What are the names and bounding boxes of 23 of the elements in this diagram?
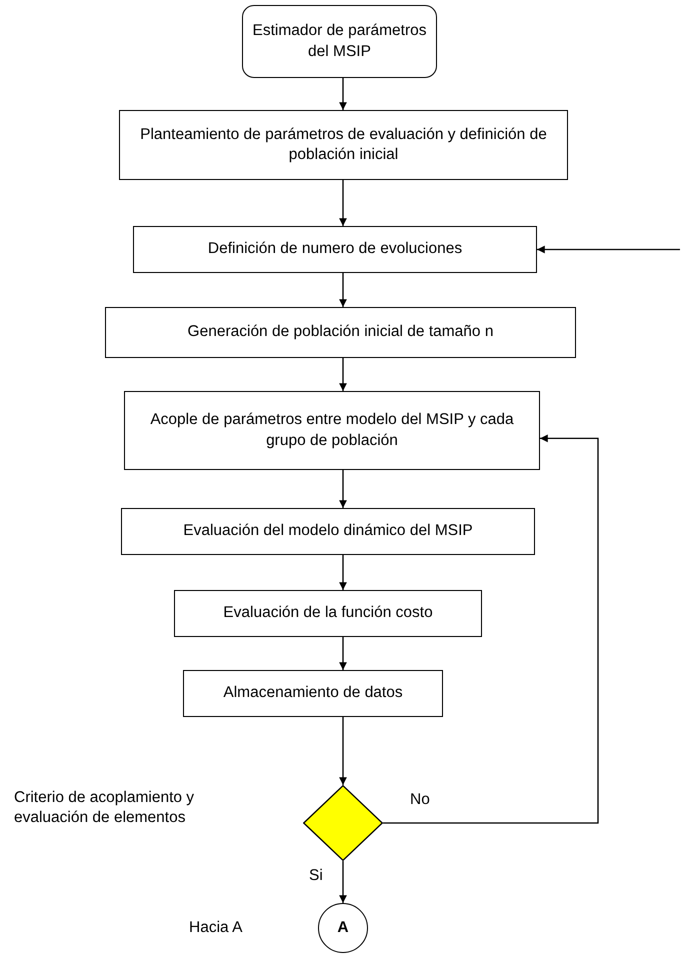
arrow [537, 246, 680, 254]
arrow [339, 861, 347, 903]
annotation-text: Criterio de acoplamiento y evaluación de elementos [14, 788, 196, 828]
process-box: Almacenamiento de datos [183, 670, 443, 717]
connector-circle: A [318, 903, 368, 953]
arrow [339, 637, 347, 670]
arrow [339, 78, 347, 110]
start-box: Estimador de parámetros del MSIP [242, 5, 437, 78]
arrow [339, 180, 347, 226]
decision-diamond [303, 785, 383, 861]
process-box: Acople de parámetros entre modelo del MSIP y cada grupo de población [124, 391, 540, 470]
arrow [383, 434, 599, 824]
process-box: Planteamiento de parámetros de evaluación y definición de población inicial [119, 110, 568, 180]
annotation-text: Hacia A [189, 918, 244, 938]
process-box: Evaluación del modelo dinámico del MSIP [121, 508, 535, 555]
process-box: Generación de población inicial de tamaño n [105, 307, 576, 358]
arrow [339, 555, 347, 590]
arrow [339, 273, 347, 307]
arrow [339, 470, 347, 508]
arrow [339, 358, 347, 391]
process-box: Evaluación de la función costo [174, 590, 482, 637]
arrow [339, 717, 347, 785]
process-box: Definición de numero de evoluciones [133, 226, 537, 273]
